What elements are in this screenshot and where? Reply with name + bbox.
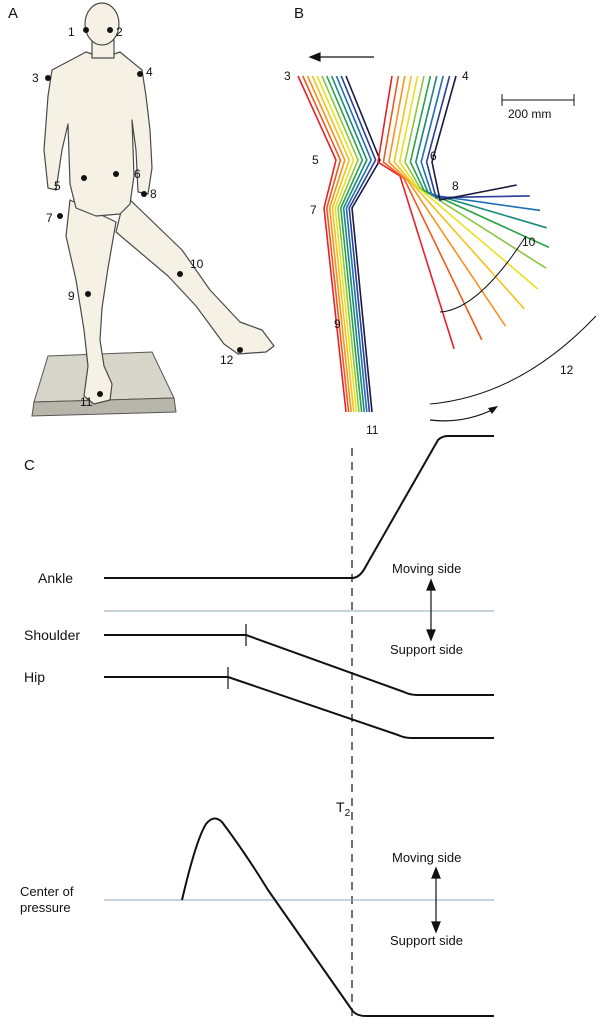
moving-stick-trace [414,75,547,229]
svg-text:10: 10 [190,257,204,271]
t2-label: T2 [336,799,351,819]
upper-double-arrow [426,578,436,642]
shoulder-trace [104,634,494,696]
svg-text:3: 3 [284,69,291,83]
svg-text:10: 10 [522,235,536,249]
hip-trace [104,676,494,739]
svg-text:1: 1 [68,25,75,39]
lower-support-side-label: Support side [390,933,463,948]
center-of-pressure-label-line2: pressure [20,900,71,915]
moving-stick-trace [382,75,483,341]
center-of-pressure-trace [181,817,494,1017]
svg-text:11: 11 [80,395,93,409]
moving-stick-trace [409,75,550,249]
svg-text:12: 12 [560,363,574,377]
moving-stick-trace [425,75,530,199]
support-stick-trace [297,75,347,413]
upper-support-side-label: Support side [390,642,463,657]
support-stick-trace [316,75,358,413]
svg-text:2: 2 [116,25,123,39]
svg-text:5: 5 [312,153,319,167]
svg-text:4: 4 [462,69,469,83]
center-of-pressure-label-line1: Center of [20,884,74,899]
moving-stick-trace [387,75,507,327]
svg-text:9: 9 [334,317,341,331]
panel-c-label: C [24,457,35,474]
kinematic-traces [104,435,494,1017]
panel-a-label: A [8,5,18,22]
support-stick-trace [345,75,381,413]
svg-text:4: 4 [146,65,153,79]
hip-label: Hip [24,669,45,685]
body-marker-labels: 1 2 3 4 5 6 7 8 9 10 11 12 [32,25,234,409]
moving-stick-trace [431,75,517,201]
support-stick-trace [330,75,368,413]
lower-double-arrow [431,866,441,934]
support-stick-trace [302,75,350,413]
svg-text:7: 7 [46,211,53,225]
human-figure [43,2,275,405]
svg-text:9: 9 [68,289,75,303]
support-stick-trace [340,75,377,413]
stick-traces-support-side [297,75,381,413]
direction-arrow [308,52,374,62]
support-stick-trace [335,75,373,413]
panel-b-label: B [294,5,304,22]
body-markers [45,27,243,397]
moving-stick-trace [420,75,541,212]
support-stick-trace [321,75,360,413]
svg-text:3: 3 [32,71,39,85]
svg-text:6: 6 [134,167,141,181]
svg-text:11: 11 [366,423,379,437]
svg-text:12: 12 [220,353,234,367]
fan-arcs [429,235,597,405]
svg-text:5: 5 [54,179,61,193]
scale-bar-label: 200 mm [508,107,551,121]
svg-text:8: 8 [150,187,157,201]
ankle-trace [104,435,494,579]
svg-text:7: 7 [310,203,317,217]
scale-bar [501,94,575,106]
svg-text:6: 6 [430,149,437,163]
shoulder-label: Shoulder [24,627,80,643]
lower-moving-side-label: Moving side [392,850,461,865]
stick-marker-labels: 3 4 5 6 7 8 9 10 11 12 [284,69,574,437]
ankle-label: Ankle [38,570,73,586]
rotation-arrow [429,406,498,422]
support-stick-trace [311,75,355,413]
moving-stick-trace [393,75,525,310]
moving-stick-trace [377,75,455,350]
support-stick-trace [306,75,352,413]
support-stick-trace [326,75,364,413]
moving-stick-trace [398,75,539,290]
moving-stick-trace [404,75,547,269]
svg-text:8: 8 [452,179,459,193]
stick-traces-moving-side [377,75,550,350]
upper-moving-side-label: Moving side [392,561,461,576]
